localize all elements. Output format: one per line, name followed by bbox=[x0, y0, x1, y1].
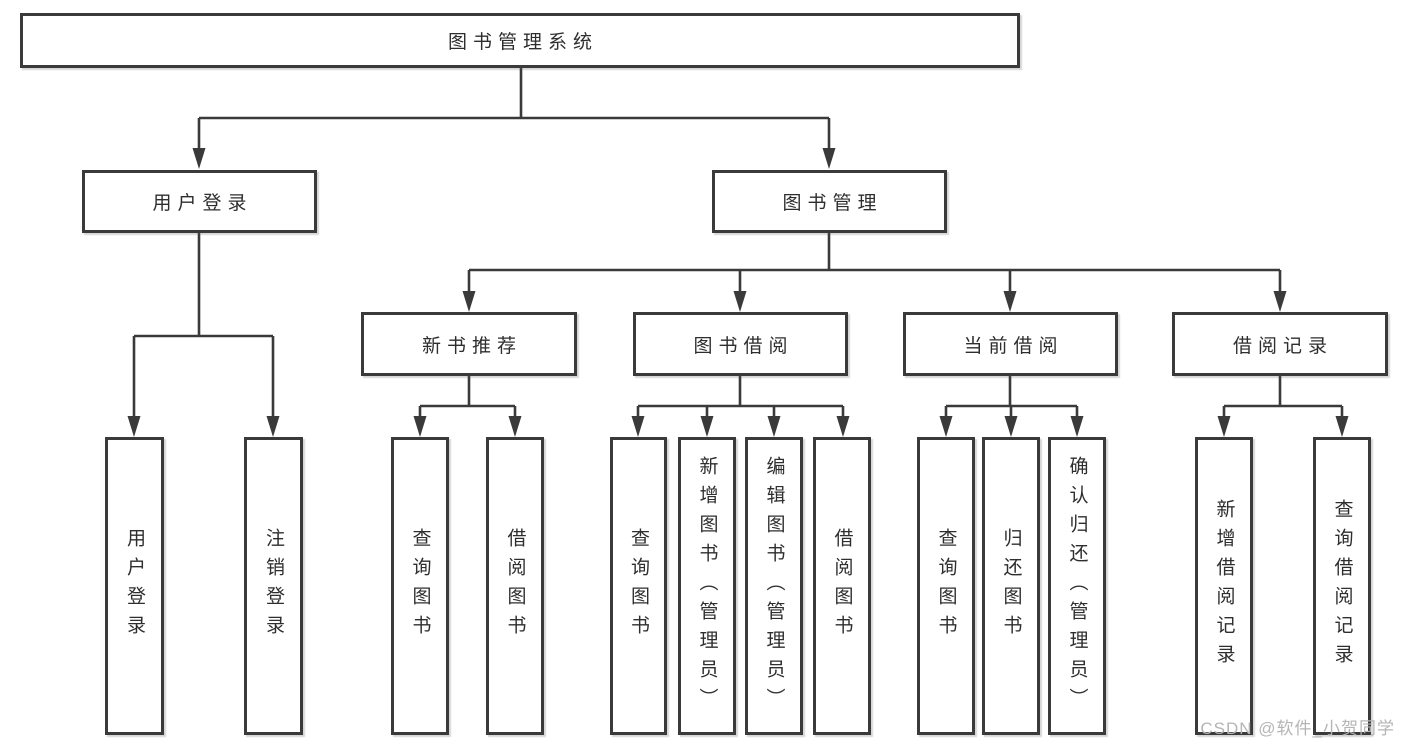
node-label: 编辑图书（管理员） bbox=[763, 455, 785, 717]
node-label: 借阅记录 bbox=[1232, 335, 1333, 357]
node-label: 借阅图书 bbox=[831, 528, 853, 644]
leaf-add-books-admin: 新增图书（管理员） bbox=[678, 437, 736, 735]
node-label: 归还图书 bbox=[1000, 528, 1022, 644]
connector-current-borrowing-children bbox=[944, 376, 1079, 418]
connector-user-login-children bbox=[132, 233, 275, 418]
node-borrowing-records: 借阅记录 bbox=[1172, 312, 1388, 376]
csdn-watermark: CSDN @软件_小贺同学 bbox=[1200, 719, 1395, 738]
connector-book-borrowing-children bbox=[636, 376, 845, 418]
node-user-login: 用户登录 bbox=[82, 170, 317, 233]
leaf-query-books-recommend: 查询图书 bbox=[391, 437, 449, 735]
node-label: 用户登录 bbox=[152, 193, 253, 214]
leaf-logout-login: 注销登录 bbox=[244, 437, 303, 735]
node-book-management: 图书管理 bbox=[712, 170, 947, 233]
arrowheads-book-borrowing-children bbox=[631, 416, 850, 437]
node-label: 查询图书 bbox=[409, 528, 431, 644]
leaf-add-borrowing-record: 新增借阅记录 bbox=[1195, 437, 1253, 735]
leaf-borrow-books-borrowing: 借阅图书 bbox=[813, 437, 871, 735]
node-label: 注销登录 bbox=[263, 528, 284, 644]
arrowheads-borrowing-records-children bbox=[1217, 416, 1349, 437]
connector-book-management-children bbox=[467, 233, 1282, 293]
node-label: 当前借阅 bbox=[963, 335, 1064, 357]
node-label: 图书管理 bbox=[782, 193, 883, 214]
leaf-query-books-current: 查询图书 bbox=[917, 437, 975, 735]
arrowheads-new-book-children bbox=[413, 416, 522, 437]
connector-borrowing-records-children bbox=[1222, 376, 1344, 418]
arrowheads-user-login-children bbox=[127, 416, 280, 437]
node-label: 新书推荐 bbox=[421, 335, 522, 357]
leaf-user-login: 用户登录 bbox=[105, 437, 164, 735]
arrowheads-level2 bbox=[192, 148, 836, 169]
node-new-book-recommendation: 新书推荐 bbox=[361, 312, 577, 376]
node-label: 查询图书 bbox=[628, 528, 649, 644]
node-label: 新增借阅记录 bbox=[1213, 499, 1235, 673]
leaf-confirm-return-admin: 确认归还（管理员） bbox=[1048, 437, 1106, 735]
leaf-borrow-books-recommend: 借阅图书 bbox=[486, 437, 544, 735]
node-label: 查询图书 bbox=[935, 528, 957, 644]
node-label: 新增图书（管理员） bbox=[696, 455, 718, 717]
node-label: 图书借阅 bbox=[693, 335, 794, 357]
arrowheads-book-management-children bbox=[462, 291, 1287, 312]
node-library-management-system: 图书管理系统 bbox=[20, 13, 1020, 68]
node-label: 确认归还（管理员） bbox=[1066, 455, 1088, 717]
leaf-query-books-borrowing: 查询图书 bbox=[610, 437, 667, 735]
node-label: 借阅图书 bbox=[504, 528, 526, 644]
node-label: 用户登录 bbox=[124, 528, 145, 644]
leaf-edit-books-admin: 编辑图书（管理员） bbox=[745, 437, 803, 735]
leaf-query-borrowing-record: 查询借阅记录 bbox=[1313, 437, 1371, 735]
node-label: 图书管理系统 bbox=[447, 32, 598, 53]
node-label: 查询借阅记录 bbox=[1331, 499, 1353, 673]
arrowheads-current-borrowing-children bbox=[939, 416, 1084, 437]
leaf-return-books: 归还图书 bbox=[982, 437, 1040, 735]
connector-new-book-children bbox=[418, 376, 517, 418]
connector-root-to-level2 bbox=[197, 68, 831, 150]
node-book-borrowing: 图书借阅 bbox=[633, 312, 848, 376]
node-current-borrowing: 当前借阅 bbox=[903, 312, 1118, 376]
